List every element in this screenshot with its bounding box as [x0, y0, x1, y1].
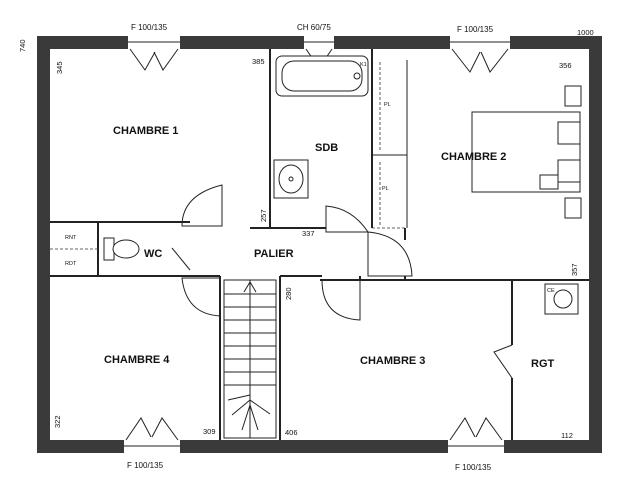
window-top-left-sash: [129, 48, 179, 71]
window-label-top-mid: CH 60/75: [297, 23, 331, 32]
window-label-top-right: F 100/135: [457, 25, 494, 34]
label-placard-a: PL: [384, 102, 391, 108]
label-chambre3: CHAMBRE 3: [360, 355, 425, 367]
dim-palier: 337: [302, 229, 315, 238]
dim-c4-right: 309: [203, 427, 216, 436]
label-closet-top: RNT: [65, 235, 77, 241]
window-label-bottom-left: F 100/135: [127, 461, 164, 470]
label-sdb: SDB: [315, 142, 338, 154]
wall-right: [589, 36, 602, 453]
window-labels: F 100/135 CH 60/75 F 100/135 F 100/135 F…: [127, 23, 494, 472]
nightstand: [564, 85, 582, 107]
door-rgt: [493, 344, 513, 379]
staircase: [223, 279, 277, 439]
door-chambre3: [321, 279, 361, 321]
window-top-right-sash: [451, 48, 509, 73]
dimension-labels: 740 1000 345 385 356 257 337 357 280 322…: [18, 28, 594, 440]
door-chambre4: [181, 277, 221, 317]
dim-c3-left: 406: [285, 428, 298, 437]
window-label-top-left: F 100/135: [131, 23, 168, 32]
dim-c1-left: 345: [55, 61, 64, 74]
door-wc: [171, 247, 191, 271]
interior-walls: [50, 49, 589, 440]
label-placard-b: PL: [382, 186, 389, 192]
dim-c2-right: 356: [559, 61, 572, 70]
label-chambre1: CHAMBRE 1: [113, 125, 178, 137]
dim-stair-right: 280: [284, 287, 293, 300]
dim-c1-right: 385: [252, 57, 265, 66]
doors: [171, 184, 513, 379]
window-bottom-left-sash: [125, 417, 179, 441]
dim-rgt: 112: [561, 431, 573, 440]
fixture-labels: PL PL RNT RDT K1 CE: [65, 62, 555, 294]
label-rgt: RGT: [531, 358, 555, 370]
label-closet-bottom: RDT: [65, 261, 77, 267]
door-chambre1: [181, 184, 223, 227]
wall-bottom: [37, 440, 602, 453]
door-chambre2: [367, 231, 413, 277]
label-chambre4: CHAMBRE 4: [104, 354, 170, 366]
door-sdb: [325, 205, 369, 233]
dim-sdb-bottom: 257: [259, 209, 268, 222]
label-bath-mark: K1: [360, 62, 367, 68]
window-bottom-right-sash: [449, 417, 503, 441]
label-wc: WC: [144, 248, 162, 260]
window-openings: [124, 36, 510, 453]
wall-left: [37, 36, 50, 453]
room-labels: CHAMBRE 1 CHAMBRE 2 CHAMBRE 3 CHAMBRE 4 …: [104, 125, 555, 370]
label-palier: PALIER: [254, 248, 294, 260]
dim-c2-lower: 357: [570, 263, 579, 276]
label-chambre2: CHAMBRE 2: [441, 151, 506, 163]
dim-corner-left: 740: [18, 39, 27, 52]
fixtures: [103, 55, 582, 439]
label-chauffe-eau: CE: [547, 288, 555, 294]
dim-corner-right: 1000: [577, 28, 594, 37]
dim-c4-left: 322: [53, 415, 62, 428]
window-label-bottom-right: F 100/135: [455, 463, 492, 472]
